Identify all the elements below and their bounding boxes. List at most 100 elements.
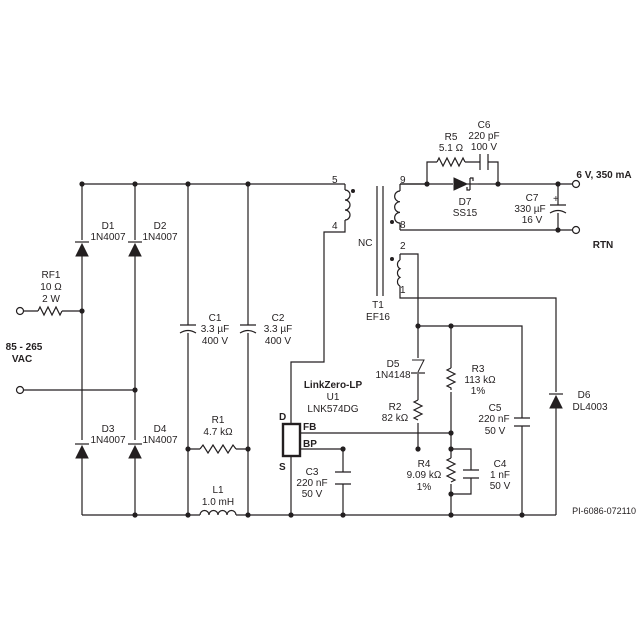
input-voltage-label: 85 - 265 <box>6 342 43 353</box>
c2-rating: 400 V <box>265 336 291 347</box>
rf1-resistor <box>37 305 63 317</box>
r2-ref: R2 <box>389 402 402 413</box>
rf1-value: 10 Ω <box>40 282 62 293</box>
d1-ref: D1 <box>102 221 115 232</box>
u1-family: LinkZero-LP <box>304 380 363 391</box>
t1-pin9: 9 <box>400 175 406 186</box>
r2-value: 82 kΩ <box>382 413 409 424</box>
t1-ref: T1 <box>372 300 384 311</box>
diodes <box>75 177 563 459</box>
t1-pin2: 2 <box>400 241 406 252</box>
u1-ic-body <box>281 422 302 458</box>
d1-diode <box>75 241 89 257</box>
r1-value: 4.7 kΩ <box>203 427 233 438</box>
output-return-label: RTN <box>593 240 614 251</box>
d6-value: DL4003 <box>572 402 607 413</box>
t1-core: EF16 <box>366 312 390 323</box>
c6-value: 220 pF <box>468 131 499 142</box>
bias-winding-pin1-wire <box>399 291 557 515</box>
r3-resistor <box>445 367 457 390</box>
secondary-winding <box>394 190 401 224</box>
c3-rating: 50 V <box>302 489 323 500</box>
d2-diode <box>128 241 142 257</box>
r5-ref: R5 <box>445 132 458 143</box>
l1-value: 1.0 mH <box>202 497 234 508</box>
t1-pin5: 5 <box>332 175 338 186</box>
c7-value: 330 µF <box>514 204 545 215</box>
c6-rating: 100 V <box>471 142 497 153</box>
c1-ref: C1 <box>209 313 222 324</box>
d7-schottky-diode <box>453 177 478 191</box>
figure-id: PI-6086-072110 <box>572 506 636 516</box>
ac-neutral-terminal <box>15 385 25 395</box>
u1-pin-s: S <box>279 462 286 473</box>
c1-rating: 400 V <box>202 336 228 347</box>
c1-value: 3.3 µF <box>201 324 230 335</box>
c7-ref: C7 <box>526 193 539 204</box>
d3-ref: D3 <box>102 424 115 435</box>
c5-rating: 50 V <box>485 426 506 437</box>
d7-ref: D7 <box>459 197 472 208</box>
c4-rating: 50 V <box>490 481 511 492</box>
r3-value: 113 kΩ <box>464 375 496 386</box>
c5-capacitor <box>514 417 530 427</box>
d6-ref: D6 <box>578 390 591 401</box>
output-positive-terminal <box>571 179 581 189</box>
t1-transformer <box>344 186 402 296</box>
c2-capacitor <box>239 324 257 334</box>
d5-diode <box>411 359 425 374</box>
d7-value: SS15 <box>453 208 478 219</box>
capacitors: + <box>179 154 567 485</box>
l1-ref: L1 <box>212 485 224 496</box>
r4-resistor <box>445 457 457 483</box>
d4-value: 1N4007 <box>142 435 177 446</box>
c2-value: 3.3 µF <box>264 324 293 335</box>
c3-capacitor <box>335 471 351 485</box>
d3-diode <box>75 443 89 459</box>
rf1-rating: 2 W <box>42 294 60 305</box>
primary-phase-dot <box>351 189 355 193</box>
r5-value: 5.1 Ω <box>439 143 464 154</box>
r4-value: 9.09 kΩ <box>407 470 442 481</box>
l1-inductor <box>199 509 237 516</box>
output-positive-label: 6 V, 350 mA <box>576 170 631 181</box>
junction-dots <box>79 181 561 518</box>
u1-pin-d: D <box>279 412 286 423</box>
c7-capacitor <box>549 204 567 214</box>
u1-ref: U1 <box>327 392 340 403</box>
output-return-terminal <box>571 225 581 235</box>
t1-pin4: 4 <box>332 221 338 232</box>
d6-diode <box>549 393 563 409</box>
r1-ref: R1 <box>212 415 225 426</box>
drain-wire <box>290 225 346 424</box>
transformer-core <box>376 186 384 296</box>
d1-value: 1N4007 <box>90 232 125 243</box>
d3-value: 1N4007 <box>90 435 125 446</box>
t1-nc: NC <box>358 238 372 249</box>
c4-capacitor <box>463 469 479 479</box>
d2-value: 1N4007 <box>142 232 177 243</box>
u1-part: LNK574DG <box>307 404 358 415</box>
c3-ref: C3 <box>306 467 319 478</box>
labels: 85 - 265 VAC RF1 10 Ω 2 W D1 1N4007 D2 1… <box>6 120 636 516</box>
c4-ref: C4 <box>494 459 507 470</box>
r1-resistor <box>199 443 237 455</box>
bias-winding-pin2-wire <box>400 253 419 358</box>
ac-line-terminal <box>15 306 25 316</box>
c6-ref: C6 <box>478 120 491 131</box>
u1-pin-fb: FB <box>303 422 316 433</box>
r3-tolerance: 1% <box>471 386 486 397</box>
t1-pin8: 8 <box>400 220 406 231</box>
primary-winding <box>344 189 351 221</box>
d5-value: 1N4148 <box>375 370 410 381</box>
c5-ref: C5 <box>489 403 502 414</box>
r2-resistor <box>412 399 424 421</box>
r5-resistor <box>436 156 466 168</box>
d4-diode <box>128 443 142 459</box>
bias-winding <box>396 259 402 287</box>
resistors <box>37 156 466 483</box>
secondary-phase-dot <box>390 220 394 224</box>
c6-capacitor <box>479 154 489 170</box>
